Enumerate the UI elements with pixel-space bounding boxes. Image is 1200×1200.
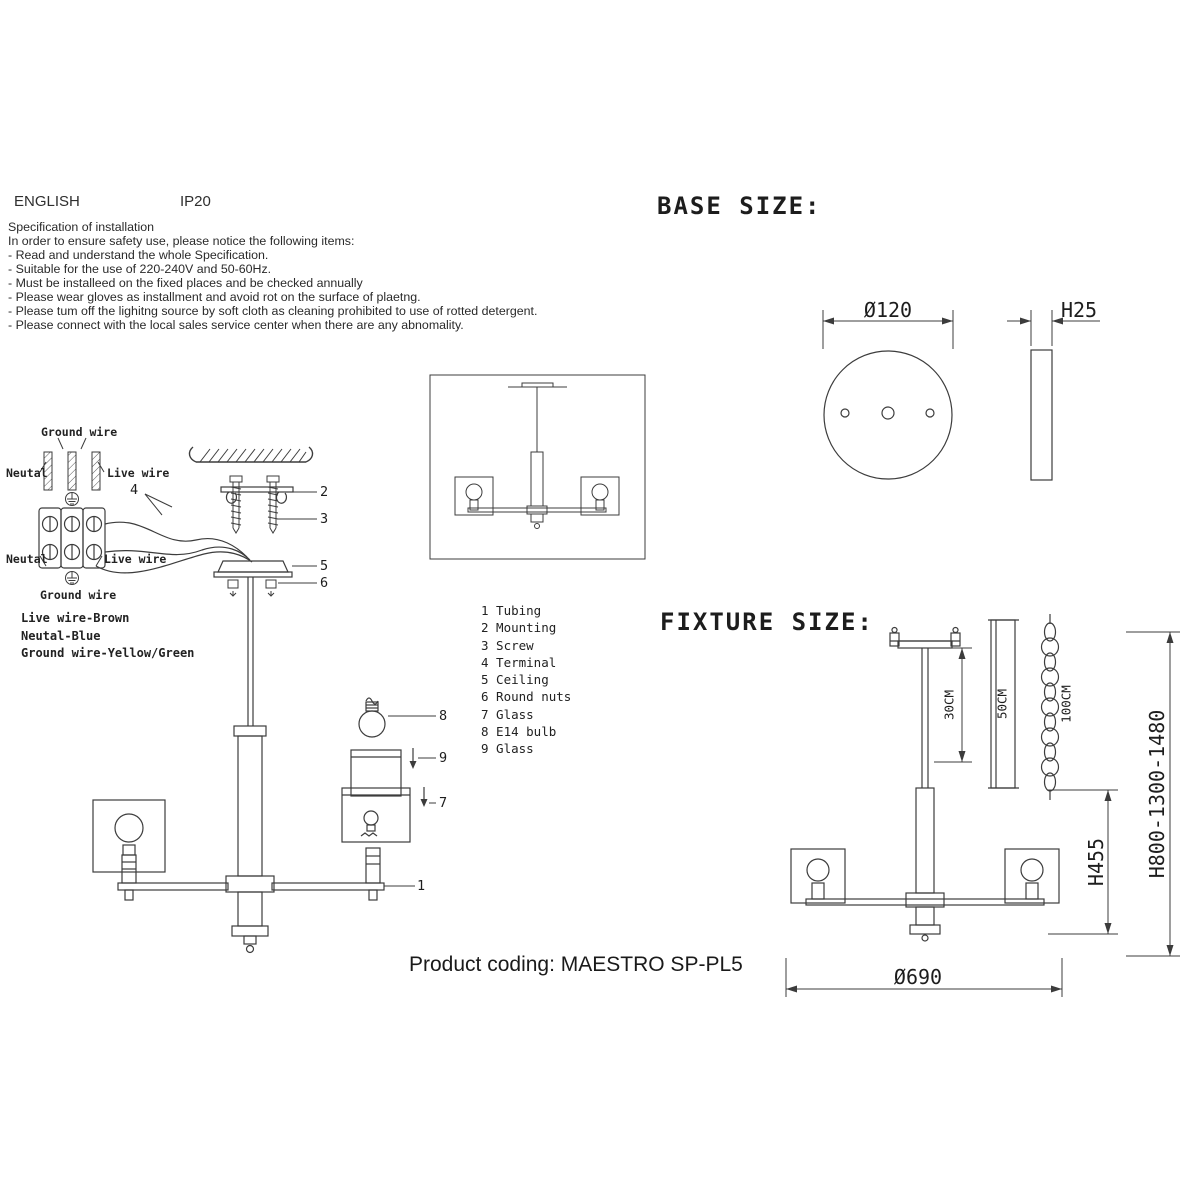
glass-item-9-drawing xyxy=(350,748,417,797)
dim-h-range xyxy=(1126,631,1180,957)
dim-h455-label: H455 xyxy=(1084,837,1108,887)
round-nuts xyxy=(227,579,277,597)
spec-item: - Read and understand the whole Specific… xyxy=(8,248,269,262)
parts-item: 7 Glass xyxy=(481,706,534,722)
glass-item-7-drawing xyxy=(341,787,428,843)
product-coding: Product coding: MAESTRO SP-PL5 xyxy=(409,953,743,976)
right-lamp-holder xyxy=(365,847,381,901)
parts-item: 1 Tubing xyxy=(481,603,542,618)
spec-item: - Please wear gloves as installment and … xyxy=(8,290,421,304)
bulb-item-drawing xyxy=(358,697,386,738)
parts-item: 2 Mounting xyxy=(481,620,557,636)
spec-item: - Please tum off the lighitng source by … xyxy=(8,304,538,318)
ground-wire-top-label: Ground wire xyxy=(41,425,118,439)
parts-item: 9 Glass xyxy=(481,741,534,757)
base-size-title: BASE SIZE: xyxy=(657,192,822,220)
callout-2: 2 xyxy=(320,484,329,500)
parts-list: 1 Tubing 2 Mounting 3 Screw 4 Terminal 5… xyxy=(481,602,571,758)
dim-h-range-label: H800-1300-1480 xyxy=(1145,709,1169,879)
ground-symbol-bottom xyxy=(65,571,79,585)
live-bottom-label: Live wire xyxy=(104,552,167,566)
preview-box xyxy=(429,374,646,560)
fixture-size-title: FIXTURE SIZE: xyxy=(660,608,874,636)
canopy xyxy=(213,560,293,578)
wire-color-legend: Live wire-Brown Neutal-Blue Ground wire-… xyxy=(21,610,194,663)
callout-4: 4 xyxy=(130,482,139,498)
dim-100cm-label: 100CM xyxy=(1058,685,1074,723)
mounting-screws xyxy=(229,475,280,534)
parts-item: 3 Screw xyxy=(481,637,534,653)
spec-title: Specification of installation xyxy=(8,220,155,234)
ground-wire-bottom-label: Ground wire xyxy=(40,588,117,602)
pendant-body xyxy=(117,577,385,954)
callout-9: 9 xyxy=(439,750,448,766)
base-plate-drawing xyxy=(823,350,953,480)
callout-6: 6 xyxy=(320,575,329,591)
base-diameter-dimension xyxy=(822,310,954,349)
wire-label-pointers xyxy=(39,437,105,567)
chain-100cm-drawing xyxy=(1040,614,1060,800)
ip-rating-label: IP20 xyxy=(180,193,211,210)
dim-d690-label: Ø690 xyxy=(893,965,943,989)
callout-leaders xyxy=(277,491,436,887)
parts-item: 6 Round nuts xyxy=(481,689,572,705)
ground-symbol-top xyxy=(65,492,79,506)
callout-5: 5 xyxy=(320,558,329,574)
dim-50cm-label: 50CM xyxy=(994,688,1010,720)
neutral-top-label: Neutal xyxy=(6,466,48,480)
rod-50cm-drawing xyxy=(988,619,1019,789)
ceiling-hatch xyxy=(199,448,307,463)
live-top-label: Live wire xyxy=(107,466,170,480)
base-height-dimension xyxy=(1007,310,1100,346)
parts-item: 8 E14 bulb xyxy=(481,724,557,740)
legend-live: Live wire-Brown xyxy=(21,611,130,625)
callout-8: 8 xyxy=(439,708,448,724)
spec-item: - Must be installeed on the fixed places… xyxy=(8,276,363,290)
dim-30cm xyxy=(934,647,972,763)
fixture-drawing xyxy=(790,626,1060,942)
spec-block: Specification of installation In order t… xyxy=(8,220,537,332)
parts-item: 5 Ceiling xyxy=(481,672,549,688)
legend-ground: Ground wire-Yellow/Green xyxy=(21,646,195,660)
callout-3: 3 xyxy=(320,511,329,527)
parts-item: 4 Terminal xyxy=(481,654,557,670)
spec-item: - Please connect with the local sales se… xyxy=(8,318,464,332)
preview-chandelier xyxy=(454,382,620,529)
dim-h455 xyxy=(1048,789,1118,935)
spec-intro: In order to ensure safety use, please no… xyxy=(8,234,355,248)
left-lamp xyxy=(92,799,166,901)
wire-harness xyxy=(95,521,253,574)
callout-7: 7 xyxy=(439,795,448,811)
callout-1: 1 xyxy=(417,878,426,894)
ceiling-section xyxy=(188,446,314,463)
terminal-callout-lines xyxy=(144,493,173,516)
legend-neutral: Neutal-Blue xyxy=(21,628,101,643)
base-side-view xyxy=(1030,349,1053,481)
spec-item: - Suitable for the use of 220-240V and 5… xyxy=(8,262,272,276)
dim-30cm-label: 30CM xyxy=(941,689,957,721)
supply-wires xyxy=(43,451,101,491)
mounting-bar xyxy=(220,486,294,504)
base-height-label: H25 xyxy=(1060,298,1098,322)
language-label: ENGLISH xyxy=(14,193,80,210)
base-diameter-label: Ø120 xyxy=(863,298,913,322)
terminal-block xyxy=(38,507,106,569)
neutral-bottom-label: Neutal xyxy=(6,552,48,566)
dim-d690 xyxy=(785,958,1063,997)
